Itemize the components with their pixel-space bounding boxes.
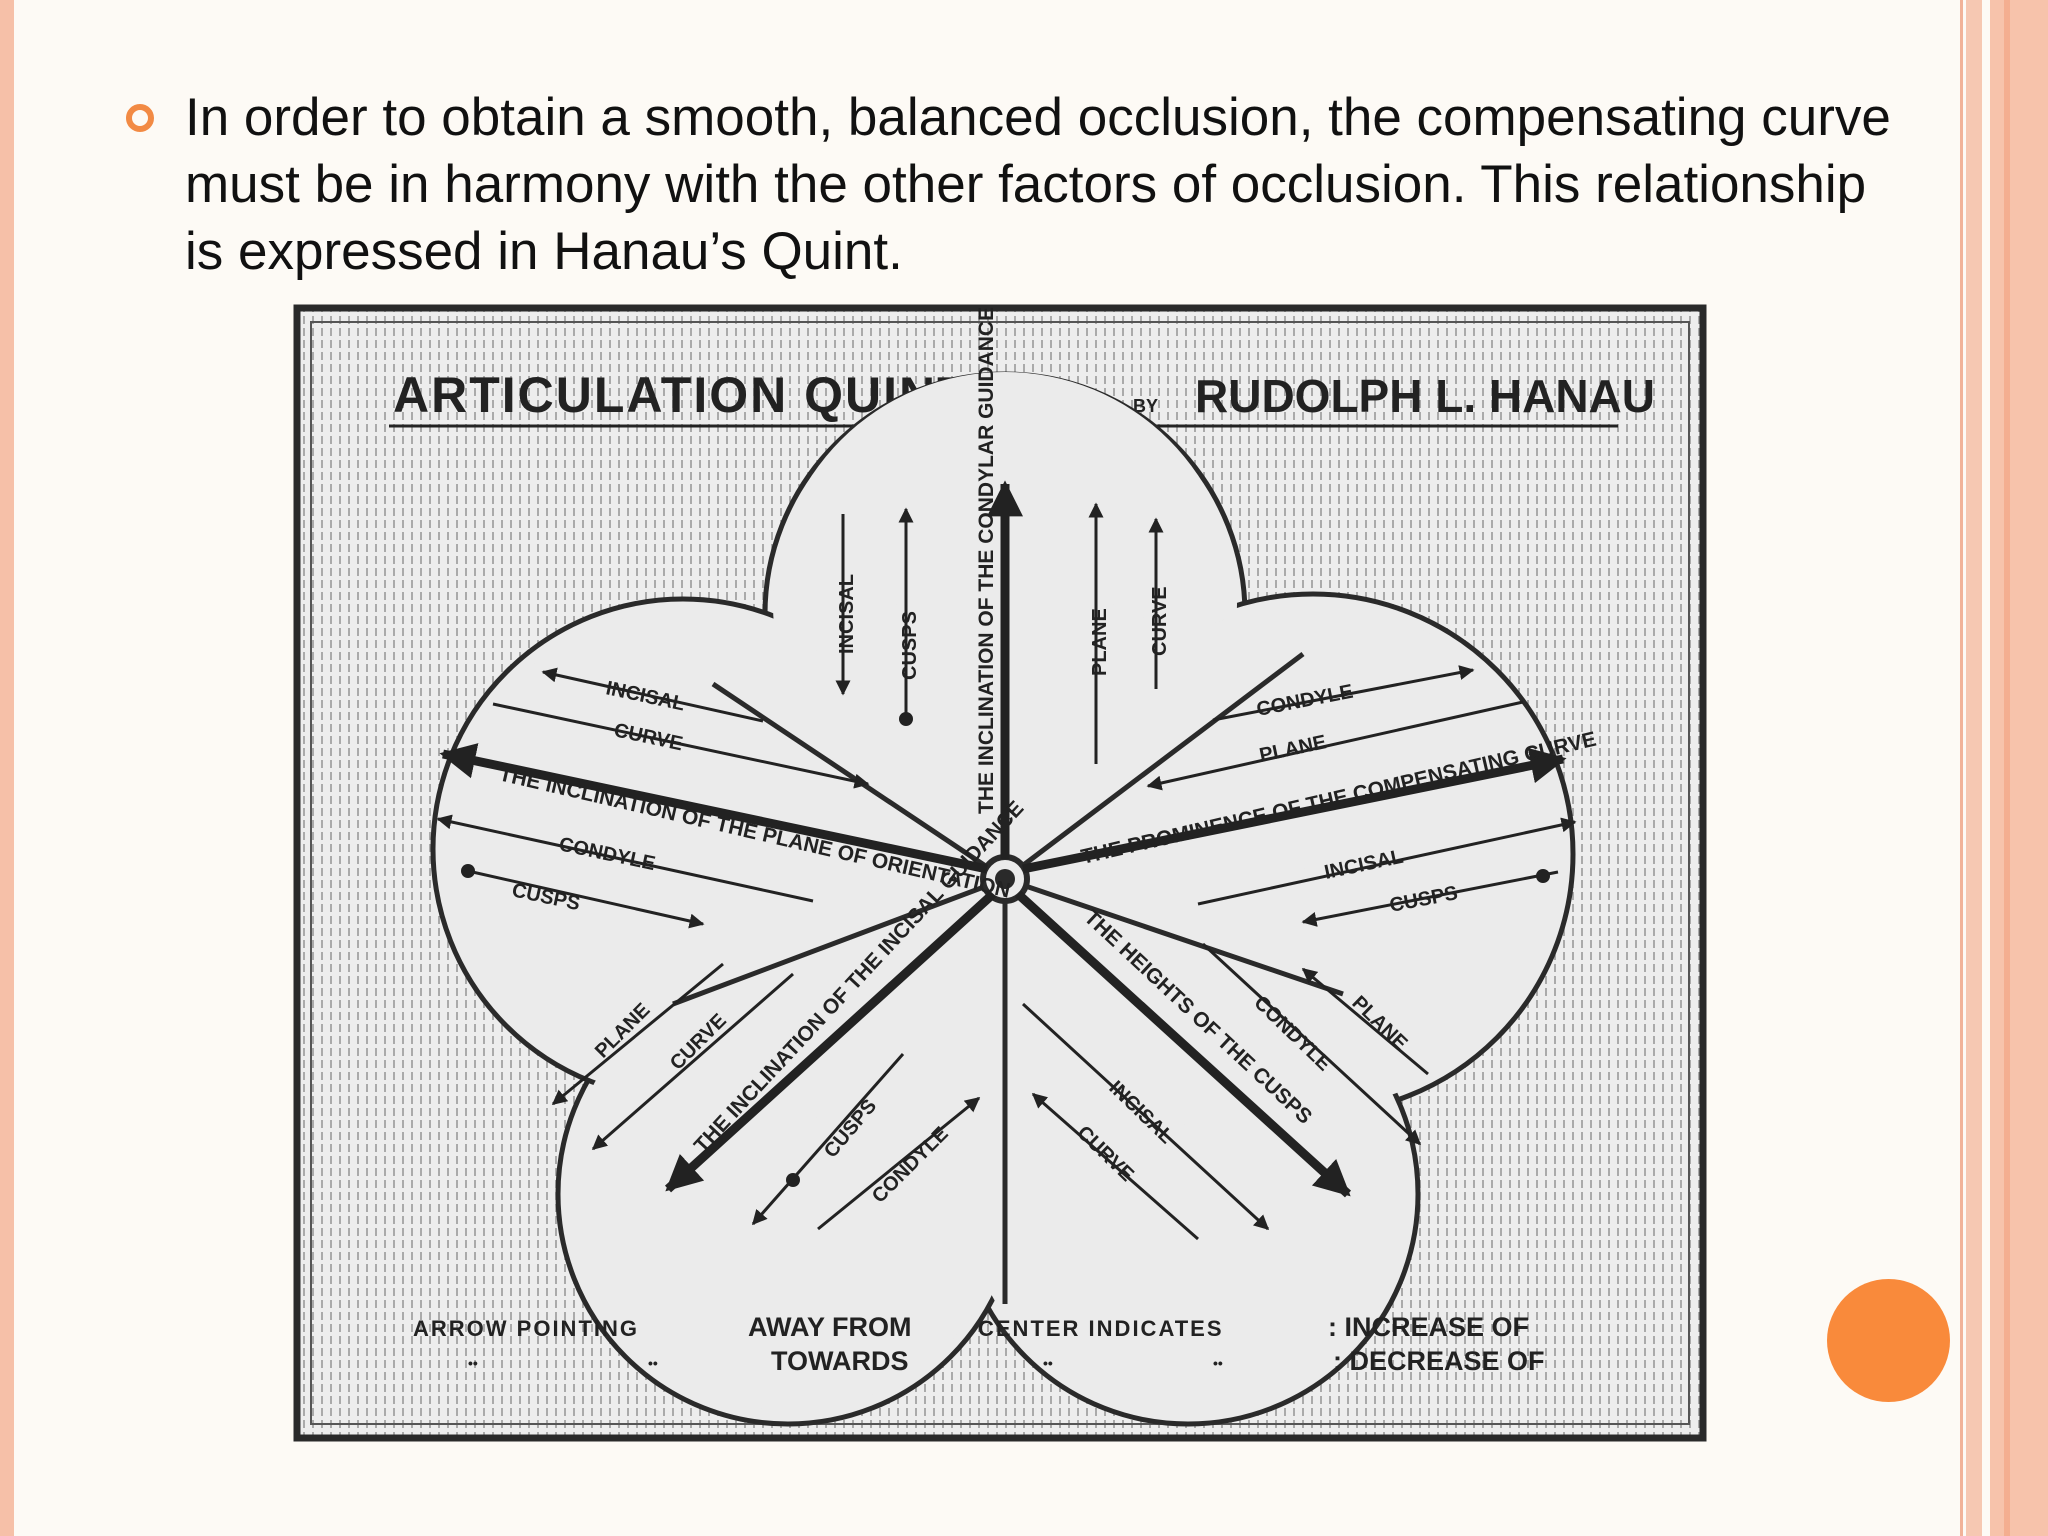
diagram-author: RUDOLPH L. HANAU: [1195, 370, 1655, 422]
right-sector-arrows: [1146, 665, 1577, 927]
legend-ditto-2: ••: [648, 1355, 658, 1371]
diagram-title-by: BY: [1133, 396, 1158, 416]
decorative-orange-circle: [1827, 1279, 1950, 1402]
label-curve-top: CURVE: [1149, 586, 1171, 656]
label-cusps-top: CUSPS: [899, 611, 921, 680]
cusps-dot-icon: [899, 712, 913, 726]
right-border-band: [1966, 0, 1982, 1536]
cusps-dot-icon: [1536, 869, 1550, 883]
legend-center-indicates: CENTER INDICATES: [978, 1316, 1224, 1341]
left-border-stripe: [0, 0, 14, 1536]
right-border-stripe: [1990, 0, 2048, 1536]
lower-right-sector-arrows: [1021, 942, 1429, 1241]
right-border-line: [1960, 0, 1963, 1536]
legend-ditto-3: ••: [1043, 1355, 1053, 1371]
articulation-quint-diagram: ARTICULATION QUINT BY RUDOLPH L. HANAU T…: [293, 304, 1707, 1442]
bullet-ring-icon: [126, 104, 154, 132]
bullet-text: In order to obtain a smooth, balanced oc…: [185, 88, 1891, 281]
sector-dividers: [672, 652, 1344, 1304]
center-hub-dot: [995, 869, 1015, 889]
diagram-legend: ARROW POINTING AWAY FROM CENTER INDICATE…: [413, 1312, 1545, 1376]
lower-left-sector-arrows: [551, 962, 981, 1231]
legend-towards: TOWARDS: [771, 1346, 909, 1376]
legend-arrow-pointing: ARROW POINTING: [413, 1316, 639, 1341]
factor-condylar-guidance: THE INCLINATION OF THE CONDYLAR GUIDANCE: [975, 307, 998, 814]
main-factor-arrows: [439, 480, 1567, 1198]
legend-ditto-4: ••: [1213, 1355, 1223, 1371]
legend-away-from: AWAY FROM: [748, 1312, 912, 1342]
label-plane-top: PLANE: [1089, 608, 1111, 676]
cusps-dot-icon: [786, 1173, 800, 1187]
quint-flower: [430, 371, 1576, 1427]
label-incisal-top: INCISAL: [836, 574, 858, 654]
cusps-dot-icon: [461, 864, 475, 878]
top-sector-arrows: [835, 502, 1164, 764]
diagram-inner-frame: [310, 321, 1690, 1425]
legend-decrease-of: : DECREASE OF: [1333, 1346, 1545, 1376]
right-border-stripe-inner: [2004, 0, 2010, 1536]
legend-increase-of: : INCREASE OF: [1328, 1312, 1529, 1342]
legend-ditto-1: ••: [468, 1355, 478, 1371]
left-sector-arrows: [436, 667, 870, 929]
